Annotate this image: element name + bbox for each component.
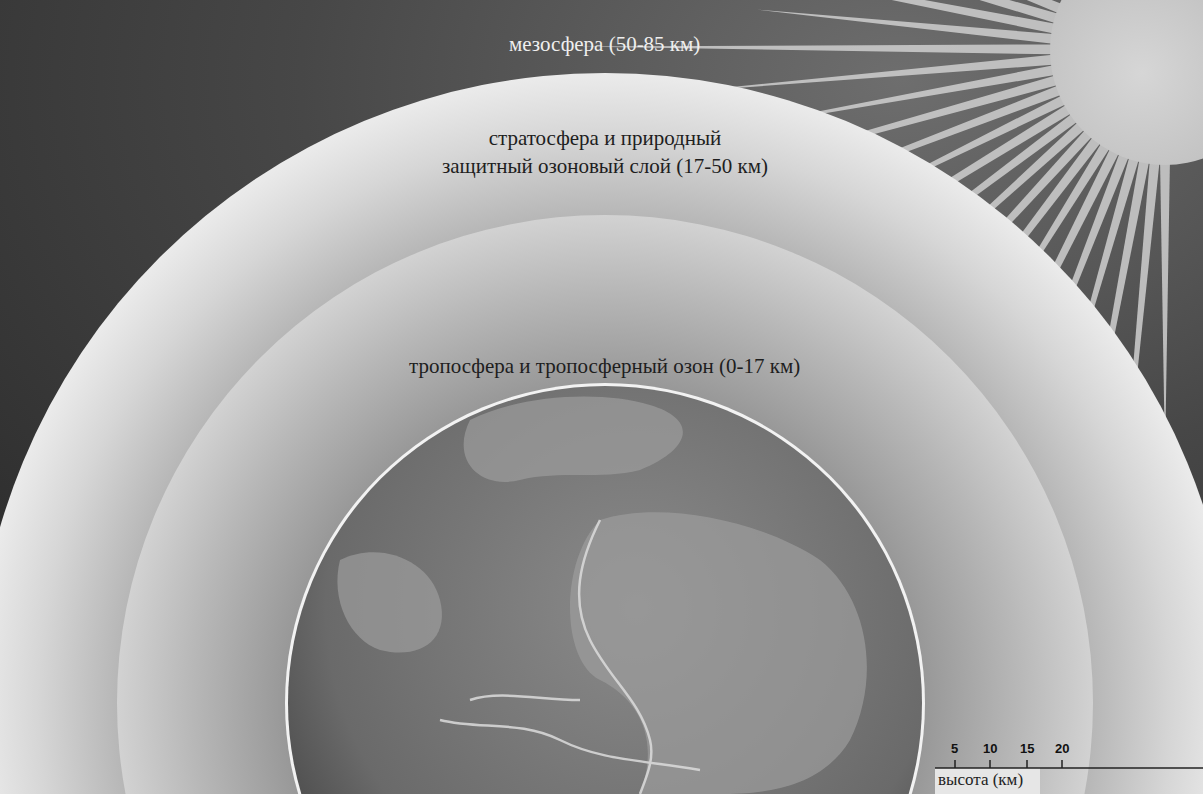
sun-ray bbox=[747, 0, 1065, 14]
continents bbox=[337, 397, 866, 794]
mesosphere-band: мезосфера (50-85 км) bbox=[503, 28, 706, 60]
layer-label: стратосфера и природный защитный озоновы… bbox=[391, 124, 819, 181]
stratosphere-band: стратосфера и природный защитный озоновы… bbox=[385, 122, 825, 183]
height-scale bbox=[935, 760, 1203, 768]
sun-ray bbox=[687, 55, 1056, 92]
layer-label: мезосфера (50-85 км) bbox=[509, 30, 700, 58]
troposphere-ring bbox=[117, 215, 1093, 794]
coastlines bbox=[440, 520, 700, 794]
axis-label: высота (км) bbox=[938, 770, 1023, 790]
axis-label-ground bbox=[935, 768, 1040, 794]
earth-rim bbox=[285, 383, 925, 794]
scale-number: 5 bbox=[951, 741, 958, 756]
earth bbox=[288, 386, 922, 794]
sun-ray bbox=[637, 0, 1061, 24]
sun bbox=[1050, 0, 1203, 165]
layer-label: тропосфера и тропосферный озон (0-17 км) bbox=[409, 352, 800, 380]
scale-number: 15 bbox=[1020, 741, 1034, 756]
troposphere-band: тропосфера и тропосферный озон (0-17 км) bbox=[403, 350, 806, 382]
stratosphere-ring bbox=[0, 73, 1203, 794]
scale-number: 20 bbox=[1055, 741, 1069, 756]
scale-number: 10 bbox=[983, 741, 997, 756]
sun-ray bbox=[757, 10, 1056, 45]
